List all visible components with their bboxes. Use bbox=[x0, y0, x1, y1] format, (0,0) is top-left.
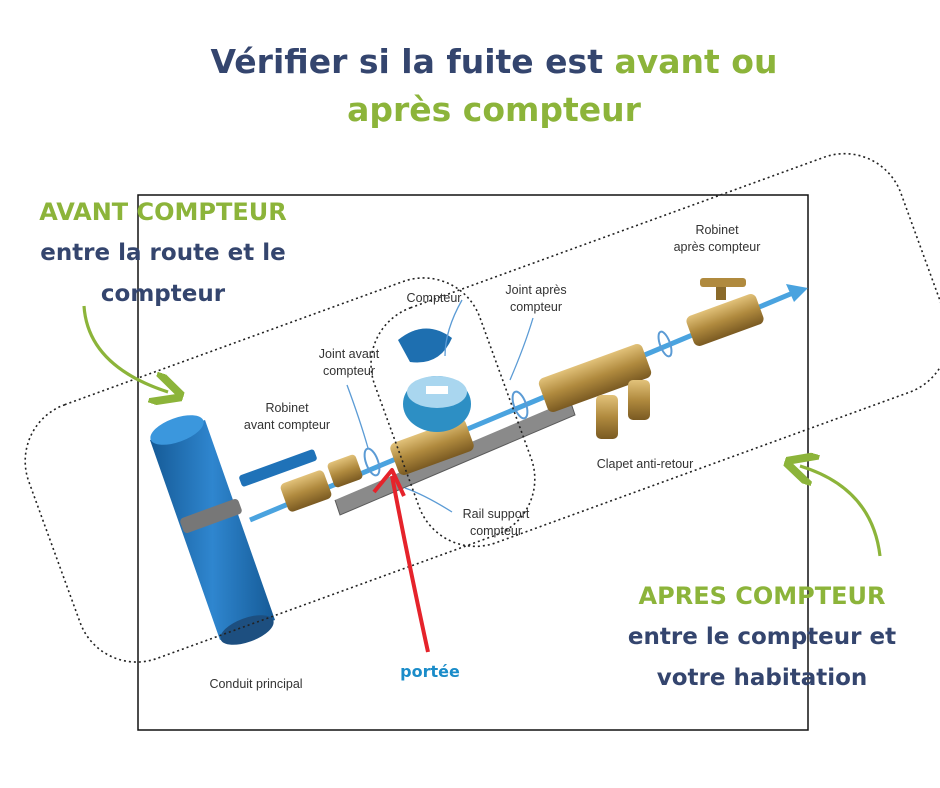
portee-label: portée bbox=[400, 662, 460, 681]
joint-apres-ring bbox=[511, 390, 529, 420]
label-clapet-text: Clapet anti-retour bbox=[596, 457, 694, 471]
clapet-anti-retour bbox=[538, 343, 652, 439]
label-robinet-apres-line1: Robinet bbox=[695, 223, 739, 237]
avant-line2: compteur bbox=[100, 281, 226, 307]
avant-heading: AVANT COMPTEUR bbox=[39, 198, 287, 226]
pointer-compteur bbox=[444, 299, 463, 357]
apres-line2: votre habitation bbox=[656, 665, 868, 691]
label-rail-line2: compteur bbox=[469, 524, 523, 538]
label-joint-avant-line1: Joint avant bbox=[318, 347, 380, 361]
conduit-principal-pipe bbox=[150, 415, 275, 645]
zone-avant-outline bbox=[24, 277, 536, 663]
label-robinet-avant-line1: Robinet bbox=[265, 401, 309, 415]
pointer-joint-avant bbox=[346, 384, 369, 449]
apres-heading: APRES COMPTEUR bbox=[638, 582, 886, 610]
arrow-apres bbox=[800, 466, 882, 557]
robinet-apres-valve bbox=[686, 278, 764, 346]
label-joint-avant: Joint avant compteur bbox=[304, 346, 394, 380]
label-clapet: Clapet anti-retour bbox=[585, 456, 705, 473]
label-conduit: Conduit principal bbox=[186, 676, 326, 693]
pointer-rail bbox=[404, 487, 453, 513]
label-robinet-apres: Robinet après compteur bbox=[662, 222, 772, 256]
robinet-avant-valve bbox=[239, 449, 363, 512]
title-part1: Vérifier si la fuite est bbox=[210, 42, 615, 81]
apres-compteur-block: APRES COMPTEUR entre le compteur et votr… bbox=[592, 576, 932, 699]
title-highlight: avant ou bbox=[614, 42, 778, 81]
arrow-avant bbox=[82, 305, 168, 392]
pointer-joint-apres bbox=[509, 317, 534, 381]
arrow-portee bbox=[390, 475, 430, 653]
arrow-portee-head bbox=[372, 468, 406, 497]
label-compteur: Compteur bbox=[394, 290, 474, 307]
page-title: Vérifier si la fuite est avant ou après … bbox=[0, 38, 940, 134]
joint-avant-ring bbox=[363, 447, 381, 477]
label-joint-apres: Joint après compteur bbox=[491, 282, 581, 316]
label-compteur-text: Compteur bbox=[406, 291, 462, 305]
flow-arrow-head bbox=[786, 284, 808, 302]
compteur-cover bbox=[398, 328, 452, 363]
joint-ring-2 bbox=[657, 330, 673, 358]
apres-line1: entre le compteur et bbox=[627, 624, 897, 650]
title-line2: après compteur bbox=[347, 90, 641, 129]
avant-compteur-block: AVANT COMPTEUR entre la route et le comp… bbox=[8, 192, 318, 315]
label-conduit-text: Conduit principal bbox=[209, 677, 303, 691]
zone-apres-outline bbox=[370, 152, 940, 548]
avant-line1: entre la route et le bbox=[40, 240, 286, 266]
label-rail: Rail support compteur bbox=[446, 506, 546, 540]
compteur-meter bbox=[390, 328, 474, 475]
label-robinet-avant-line2: avant compteur bbox=[243, 418, 331, 432]
label-joint-avant-line2: compteur bbox=[322, 364, 376, 378]
label-robinet-apres-line2: après compteur bbox=[673, 240, 761, 254]
label-robinet-avant: Robinet avant compteur bbox=[232, 400, 342, 434]
label-rail-line1: Rail support bbox=[462, 507, 530, 521]
label-joint-apres-line1: Joint après bbox=[505, 283, 567, 297]
label-joint-apres-line2: compteur bbox=[509, 300, 563, 314]
